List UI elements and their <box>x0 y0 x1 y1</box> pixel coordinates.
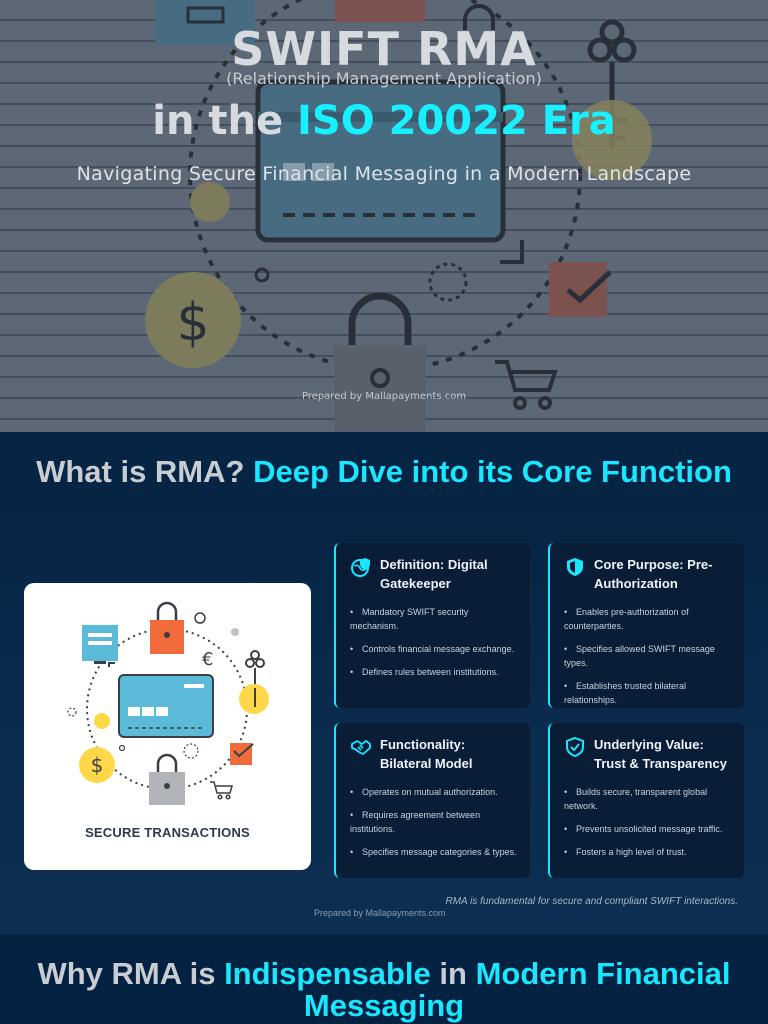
indispensable-section: Why RMA is Indispensable in Modern Finan… <box>0 935 768 1024</box>
card-definition: Definition: Digital Gatekeeper •Mandator… <box>334 543 530 708</box>
shield-check-icon <box>566 736 584 758</box>
globe-shield-icon <box>351 558 370 577</box>
hero-subtitle: Navigating Secure Financial Messaging in… <box>76 163 692 185</box>
illustration-graphic: € $ <box>67 601 269 805</box>
cart-small-icon <box>210 781 233 800</box>
hero-overlay <box>0 0 768 432</box>
section-prepared-by: Prepared by Mallapayments.com <box>314 908 446 918</box>
card-core-purpose: Core Purpose: Pre-Authorization •Enables… <box>548 543 744 708</box>
section3-title-highlight: Modern Financial Messaging <box>303 956 731 1023</box>
card-header: Underlying Value: Trust & Transparency <box>564 735 732 773</box>
card-functionality: Functionality: Bilateral Model •Operates… <box>334 723 530 878</box>
bullet-item: •Controls financial message exchange. <box>350 644 515 654</box>
section3-title-highlight: Indispensable <box>224 956 431 991</box>
card-bullets: •Enables pre-authorization of counterpar… <box>564 605 732 707</box>
image-caption: SECURE TRANSACTIONS <box>85 825 250 840</box>
card-header: Core Purpose: Pre-Authorization <box>564 555 732 593</box>
hero-era-prefix: in the <box>152 98 297 144</box>
hero-prepared-by: Prepared by Mallapayments.com <box>301 391 467 402</box>
section3-title: Why RMA is Indispensable in Modern Finan… <box>20 958 748 1022</box>
check-box-shape <box>549 262 607 317</box>
card-icon <box>118 674 214 738</box>
section3-title-part: Why RMA is <box>37 956 225 991</box>
bullet-item: •Defines rules between institutions. <box>350 667 499 677</box>
padlock-icon <box>334 292 426 432</box>
bullet-item: •Establishes trusted bilateral relations… <box>564 681 687 705</box>
bullet-item: •Specifies allowed SWIFT message types. <box>564 644 715 668</box>
footnote: RMA is fundamental for secure and compli… <box>445 896 738 907</box>
bullet-item: •Fosters a high level of trust. <box>564 847 687 857</box>
card-bullets: •Mandatory SWIFT security mechanism. •Co… <box>350 605 518 679</box>
bullet-item: •Enables pre-authorization of counterpar… <box>564 607 689 631</box>
bullet-item: •Requires agreement between institutions… <box>350 810 481 834</box>
hero-parenthetical: (Relationship Management Application) <box>226 69 542 88</box>
shield-icon <box>567 558 583 576</box>
dashed-ring <box>188 0 582 372</box>
bullet-item: •Builds secure, transparent global netwo… <box>564 787 708 811</box>
section-title: What is RMA? Deep Dive into its Core Fun… <box>20 456 748 488</box>
handshake-icon <box>351 740 371 755</box>
card-title: Underlying Value: Trust & Transparency <box>594 737 727 771</box>
bullet-item: •Mandatory SWIFT security mechanism. <box>350 607 469 631</box>
hero-title: SWIFT RMA <box>231 22 537 76</box>
dollar-coin-icon <box>145 272 241 368</box>
hero-era-highlight: ISO 20022 Era <box>297 98 616 144</box>
yellow-circle <box>572 100 652 180</box>
hero-banner: $ SWIFT RMA (Relationship Management App… <box>0 0 768 432</box>
bullet-item: •Prevents unsolicited message traffic. <box>564 824 723 834</box>
hero-illustration: $ <box>145 0 652 432</box>
secure-transactions-illustration: € $ <box>24 583 311 870</box>
svg-text:$: $ <box>176 293 209 353</box>
hero-era-heading: in the ISO 20022 Era <box>0 98 768 144</box>
svg-text:$: $ <box>91 753 104 777</box>
dollar-icon <box>79 747 115 783</box>
card-header: Functionality: Bilateral Model <box>350 735 518 773</box>
cart-icon <box>495 360 558 410</box>
euro-icon: € <box>202 649 213 670</box>
card-header: Definition: Digital Gatekeeper <box>350 555 518 593</box>
section-title-highlight: Deep Dive into its Core Function <box>253 454 732 489</box>
lock-bottom-icon <box>149 753 185 805</box>
card-bullets: •Builds secure, transparent global netwo… <box>564 785 732 859</box>
card-title: Functionality: Bilateral Model <box>380 737 473 771</box>
card-underlying-value: Underlying Value: Trust & Transparency •… <box>548 723 744 878</box>
red-block-shape <box>335 0 425 22</box>
section-title-plain: What is RMA? <box>36 454 254 489</box>
section3-title-part: in <box>430 956 476 991</box>
bullet-item: •Specifies message categories & types. <box>350 847 517 857</box>
bullet-item: •Operates on mutual authorization. <box>350 787 498 797</box>
core-function-section: What is RMA? Deep Dive into its Core Fun… <box>0 432 768 935</box>
small-yellow-circle <box>190 182 230 222</box>
lock-icon <box>150 601 184 654</box>
card-title: Core Purpose: Pre-Authorization <box>594 557 713 591</box>
card-bullets: •Operates on mutual authorization. •Requ… <box>350 785 518 859</box>
card-title: Definition: Digital Gatekeeper <box>380 557 488 591</box>
